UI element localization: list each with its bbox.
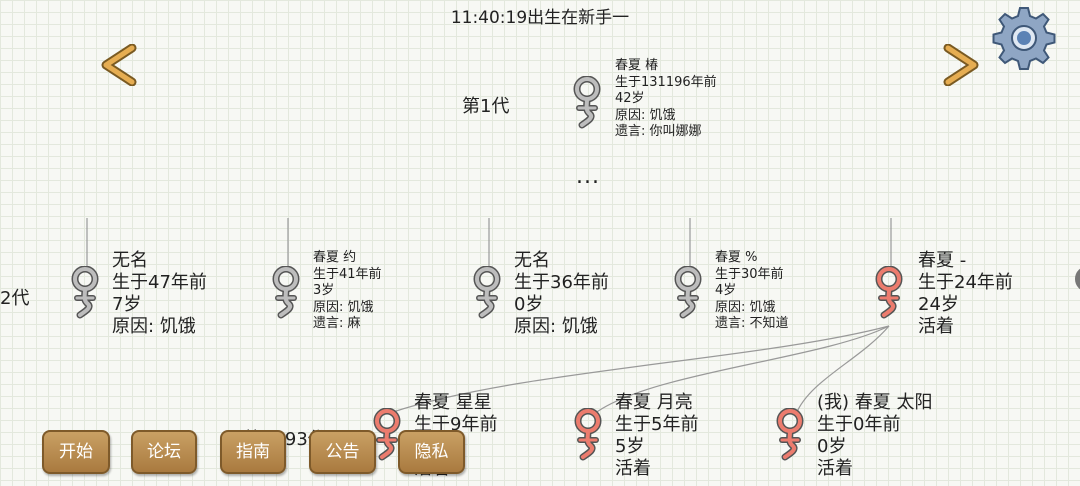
gen2-card-4[interactable]: 春夏 % 生于30年前 4岁 原因: 饥饿 遗言: 不知道 (673, 250, 833, 342)
person-status: 活着 (918, 316, 954, 337)
female-symbol-icon (673, 266, 703, 322)
person-name: 春夏 约 (313, 250, 357, 265)
privacy-button[interactable]: 隐私 (398, 430, 465, 474)
female-symbol-icon (1075, 268, 1080, 290)
gen2-card-1[interactable]: 无名 生于47年前 7岁 原因: 饥饿 (70, 248, 230, 340)
generation-label-1: 第1代 (462, 96, 510, 117)
person-last-words: 遗言: 麻 (313, 316, 361, 331)
gen2-card-2[interactable]: 春夏 约 生于41年前 3岁 原因: 饥饿 遗言: 麻 (271, 250, 431, 342)
person-born: 生于47年前 (112, 272, 207, 293)
person-name: 春夏 月亮 (615, 392, 693, 413)
person-age: 0岁 (817, 436, 847, 457)
forum-button[interactable]: 论坛 (131, 430, 197, 474)
person-born: 生于5年前 (615, 414, 699, 435)
start-button[interactable]: 开始 (42, 430, 110, 474)
person-age: 42岁 (615, 91, 645, 106)
ancestor-card[interactable]: 春夏 椿 生于131196年前 42岁 原因: 饥饿 遗言: 你叫娜娜 (572, 58, 752, 148)
person-last-words: 遗言: 你叫娜娜 (615, 124, 702, 139)
person-cause: 原因: 饥饿 (112, 316, 196, 337)
person-born: 生于30年前 (715, 266, 784, 282)
female-symbol-icon (70, 266, 100, 322)
person-cause: 原因: 饥饿 (313, 299, 374, 315)
person-cause: 原因: 饥饿 (715, 299, 776, 315)
female-symbol-icon (372, 408, 402, 464)
person-cause: 原因: 饥饿 (514, 316, 598, 337)
person-age: 7岁 (112, 294, 142, 315)
female-symbol-icon (573, 408, 603, 464)
person-age: 3岁 (313, 283, 335, 298)
chevron-left-icon[interactable] (98, 44, 142, 86)
person-age: 0岁 (514, 294, 544, 315)
generation-gap-ellipsis: ... (576, 164, 600, 189)
person-born: 生于41年前 (313, 266, 382, 282)
chevron-right-icon[interactable] (938, 44, 982, 86)
person-born: 生于9年前 (414, 414, 498, 435)
gen3-card-self[interactable]: (我) 春夏 太阳 生于0年前 0岁 活着 (775, 392, 965, 486)
person-status: 活着 (615, 458, 651, 479)
person-name: 春夏 - (918, 250, 967, 271)
person-age: 24岁 (918, 294, 959, 315)
female-symbol-icon (775, 408, 805, 464)
person-name: 无名 (112, 250, 148, 271)
female-symbol-icon (271, 266, 301, 322)
person-name: 无名 (514, 250, 550, 271)
person-born: 生于24年前 (918, 272, 1013, 293)
person-born: 生于0年前 (817, 414, 901, 435)
person-name: (我) 春夏 太阳 (817, 392, 933, 413)
female-symbol-icon (472, 266, 502, 322)
person-age: 4岁 (715, 283, 737, 298)
generation-label-2: 2代 (0, 288, 30, 309)
person-age: 5岁 (615, 436, 645, 457)
gen2-card-5[interactable]: 春夏 - 生于24年前 24岁 活着 (874, 248, 1044, 340)
notice-button[interactable]: 公告 (309, 430, 376, 474)
gen2-card-3[interactable]: 无名 生于36年前 0岁 原因: 饥饿 (472, 248, 632, 340)
gear-icon[interactable] (992, 6, 1056, 70)
person-name: 春夏 % (715, 250, 758, 265)
female-symbol-icon (572, 76, 602, 132)
guide-button[interactable]: 指南 (220, 430, 286, 474)
person-cause: 原因: 饥饿 (615, 107, 676, 123)
clock-birth-info: 11:40:19出生在新手一 (450, 8, 630, 28)
person-born: 生于36年前 (514, 272, 609, 293)
person-last-words: 遗言: 不知道 (715, 316, 789, 331)
gen3-card-2[interactable]: 春夏 月亮 生于5年前 5岁 活着 (573, 392, 733, 486)
person-name: 春夏 椿 (615, 58, 659, 73)
person-status: 活着 (817, 458, 853, 479)
person-born: 生于131196年前 (615, 74, 717, 90)
person-name: 春夏 星星 (414, 392, 492, 413)
female-symbol-icon (874, 266, 904, 322)
